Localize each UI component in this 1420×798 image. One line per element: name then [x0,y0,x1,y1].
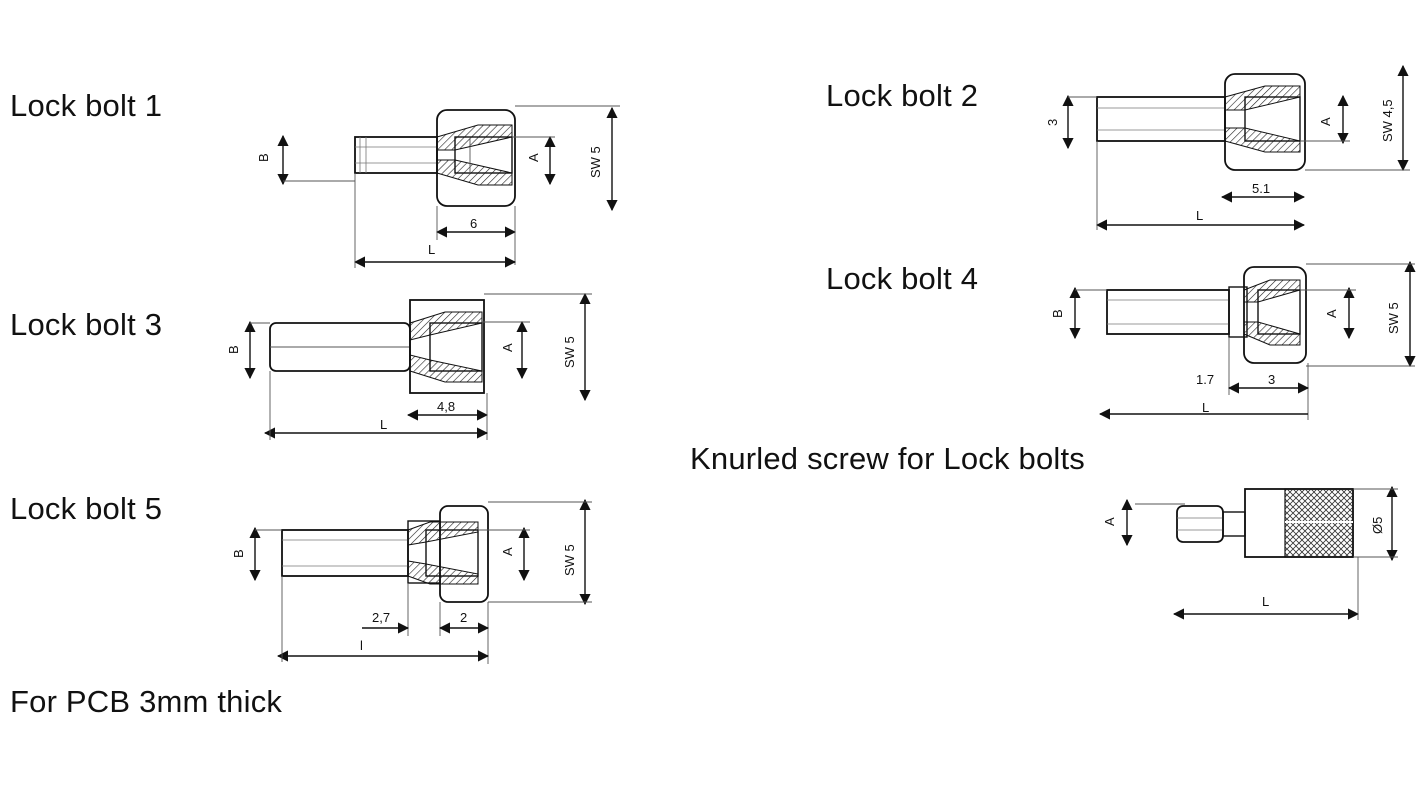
lock-bolt-1-drawing: B A SW 5 6 L [256,105,620,268]
pcb-note: For PCB 3mm thick [10,684,283,719]
bolt2-label-a: A [1318,117,1333,126]
bolt4-label-b: B [1050,309,1065,318]
lock-bolt-4-title: Lock bolt 4 [826,261,979,296]
knurled-screw-title: Knurled screw for Lock bolts [690,441,1085,476]
bolt3-body [409,299,485,394]
bolt4-label-l: L [1202,400,1209,415]
bolt2-label-3: 3 [1045,119,1060,126]
knurled-screw-drawing: A Ø5 L [1102,485,1398,620]
lock-bolt-1-title: Lock bolt 1 [10,88,163,123]
bolt2-label-sw: SW 4,5 [1380,99,1395,142]
bolt3-label-48: 4,8 [437,399,455,414]
knurled-label-d: Ø5 [1370,517,1385,534]
bolt5-label-sw: SW 5 [562,544,577,576]
lock-bolt-2-title: Lock bolt 2 [826,78,979,113]
bolt4-label-a: A [1324,309,1339,318]
lock-bolt-4-drawing: B A SW 5 3 1.7 L [1050,260,1416,420]
bolt1-label-b: B [256,153,271,162]
bolt2-shaft [1096,96,1226,142]
bolt2-hex [1224,73,1306,171]
bolt1-label-6: 6 [470,216,477,231]
lock-bolt-5-drawing: B A SW 5 2,7 2 l [231,498,592,664]
bolt2-label-l: L [1196,208,1203,223]
knurled-label-a: A [1102,517,1117,526]
bolt1-hex [436,109,516,207]
lock-bolt-5-title: Lock bolt 5 [10,491,163,526]
bolt1-label-sw: SW 5 [588,146,603,178]
bolt5-shaft [281,529,409,577]
bolt3-label-l: L [380,417,387,432]
bolt4-hex [1243,266,1307,364]
bolt1-label-l: L [428,242,435,257]
bolt3-label-sw: SW 5 [562,336,577,368]
lock-bolt-2-drawing: 3 A SW 4,5 5.1 L [1045,64,1410,231]
bolt4-shaft [1106,289,1230,335]
bolt4-label-3: 3 [1268,372,1275,387]
knurled-label-l: L [1262,594,1269,609]
bolt5-label-27: 2,7 [372,610,390,625]
bolt3-label-a: A [500,343,515,352]
bolt1-shaft [354,136,438,174]
lock-bolt-3-title: Lock bolt 3 [10,307,163,342]
lock-bolt-3-drawing: B A SW 5 4,8 L [226,292,592,440]
bolt5-label-l: l [360,638,363,653]
bolt5-label-b: B [231,549,246,558]
bolt3-label-b: B [226,345,241,354]
bolt2-label-5: 5.1 [1252,181,1270,196]
bolt1-label-a: A [526,153,541,162]
knurled-thread [1176,505,1224,543]
bolt4-label-17: 1.7 [1196,372,1214,387]
bolt4-label-sw: SW 5 [1386,302,1401,334]
bolt5-hex [439,505,489,603]
bolt5-label-2: 2 [460,610,467,625]
bolt5-label-a: A [500,547,515,556]
